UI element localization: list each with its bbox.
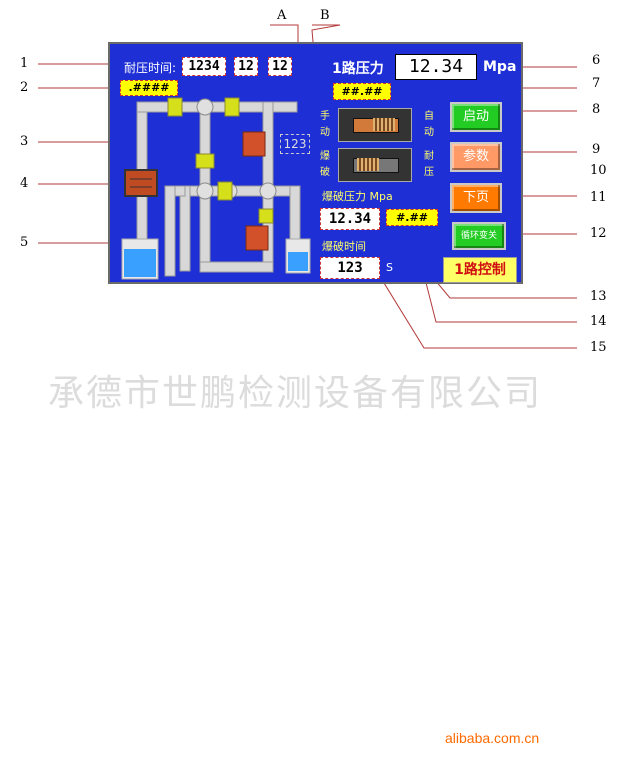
hash-display: .#### bbox=[120, 80, 178, 96]
callout-11: 11 bbox=[590, 190, 607, 205]
channel-pressure-label: 1路压力 bbox=[332, 61, 384, 77]
callout-12: 12 bbox=[590, 226, 607, 241]
valve-counter: 123 bbox=[280, 134, 310, 154]
channel-pressure-value: 12.34 bbox=[395, 54, 477, 80]
hold-time-value[interactable]: 1234 bbox=[182, 57, 226, 76]
callout-10: 10 bbox=[590, 163, 607, 178]
channel-pressure-unit: Mpa bbox=[483, 59, 517, 75]
burst-label: 爆 破 bbox=[320, 151, 330, 178]
pressure-setpoint[interactable]: ##.## bbox=[333, 83, 391, 100]
burst-pressure-hash[interactable]: #.## bbox=[386, 209, 438, 226]
burst-time-label: 爆破时间 bbox=[322, 240, 366, 253]
callout-A: A bbox=[277, 8, 287, 23]
burst-time-unit: S bbox=[386, 261, 393, 274]
footer-domain: alibaba.com.cn bbox=[445, 730, 540, 746]
mode-toggle-switch[interactable] bbox=[338, 108, 412, 142]
hmi-panel: 耐压时间: 1234 12 12 .#### 123 1路压力 12.34 Mp… bbox=[108, 42, 523, 284]
burst-time-value: 123 bbox=[320, 257, 380, 279]
callout-B: B bbox=[320, 8, 330, 23]
params-button[interactable]: 参数 bbox=[450, 142, 502, 172]
hold-time-sec[interactable]: 12 bbox=[268, 57, 292, 76]
start-button[interactable]: 启动 bbox=[450, 102, 502, 132]
piping-diagram bbox=[121, 97, 311, 280]
hold-label: 耐 压 bbox=[424, 151, 434, 178]
channel-control-title: 1路控制 bbox=[443, 257, 517, 283]
hold-time-label: 耐压时间: bbox=[124, 61, 177, 75]
next-page-button[interactable]: 下页 bbox=[450, 183, 502, 213]
callout-1: 1 bbox=[20, 56, 29, 71]
callout-4: 4 bbox=[20, 176, 29, 191]
callout-5: 5 bbox=[20, 235, 29, 250]
auto-label: 自 动 bbox=[424, 111, 434, 138]
burst-pressure-value: 12.34 bbox=[320, 208, 380, 230]
callout-8: 8 bbox=[592, 102, 601, 117]
callout-14: 14 bbox=[590, 314, 607, 329]
test-type-toggle-switch[interactable] bbox=[338, 148, 412, 182]
cycle-toggle-button[interactable]: 循环变关 bbox=[452, 222, 506, 250]
callout-2: 2 bbox=[20, 80, 29, 95]
callout-15: 15 bbox=[590, 340, 607, 355]
callout-9: 9 bbox=[592, 142, 601, 157]
company-watermark: 承德市世鹏检测设备有限公司 bbox=[48, 373, 543, 414]
manual-label: 手 动 bbox=[320, 111, 330, 138]
callout-13: 13 bbox=[590, 289, 607, 304]
callout-3: 3 bbox=[20, 134, 29, 149]
callout-6: 6 bbox=[592, 53, 601, 68]
callout-7: 7 bbox=[592, 76, 601, 91]
hold-time-min[interactable]: 12 bbox=[234, 57, 258, 76]
burst-pressure-label: 爆破压力 Mpa bbox=[322, 190, 393, 203]
